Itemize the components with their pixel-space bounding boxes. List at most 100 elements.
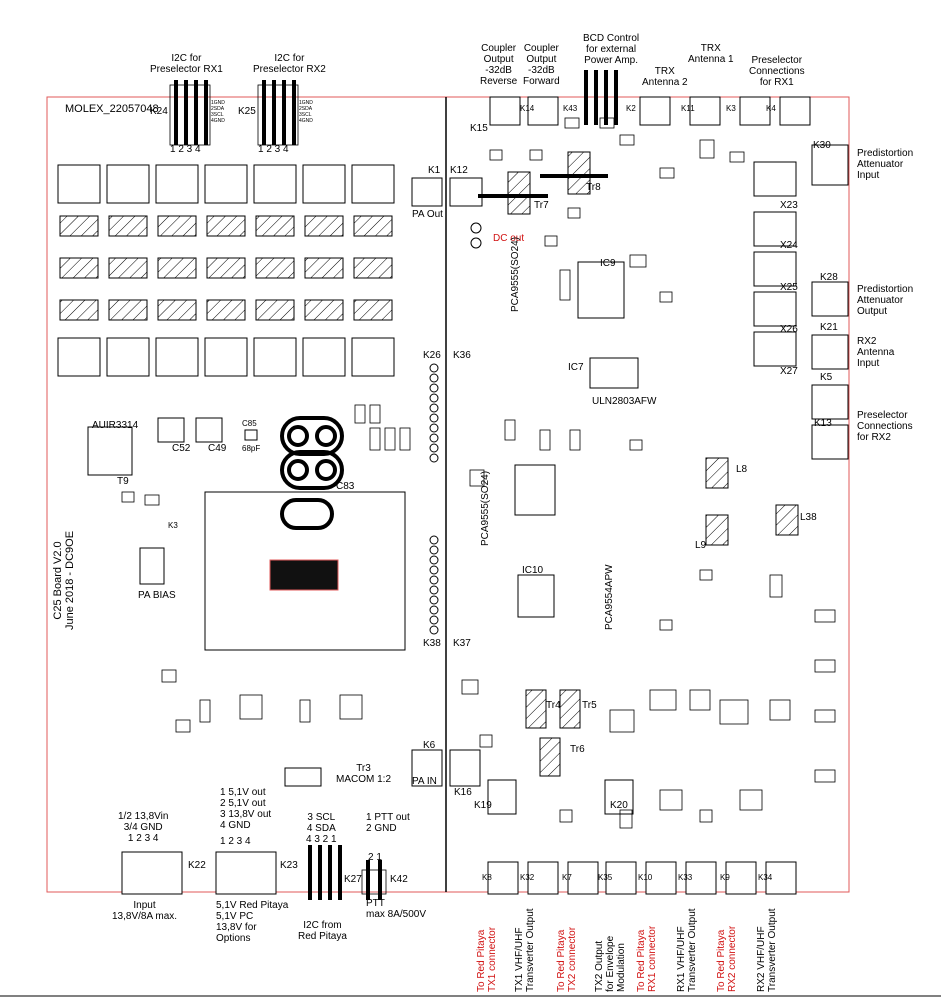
uln-label: ULN2803AFW — [592, 396, 657, 407]
molex-label: MOLEX_22057048 — [65, 103, 159, 115]
k8-label: K8 — [482, 873, 492, 882]
k28-label: K28 — [820, 272, 838, 283]
bottom-vertical-label-6: To Red Pitaya RX2 connector — [716, 925, 738, 992]
preselector-rx2-label: Preselector Connections for RX2 — [857, 410, 913, 443]
k27-header — [308, 845, 342, 900]
power-out-pins-label: 1 5,1V out 2 5,1V out 3 13,8V out 4 GND — [220, 787, 272, 831]
c52-label: C52 — [172, 443, 191, 454]
k24-label: K24 — [150, 106, 168, 117]
k13-label: K13 — [814, 418, 832, 429]
k34-label: K34 — [758, 873, 773, 882]
board-outline — [46, 96, 850, 893]
k12-connector — [449, 177, 483, 207]
pd-att-output-label: Predistortion Attenuator Output — [857, 284, 914, 317]
pca9554-label: PCA9554APW — [604, 564, 615, 630]
pa-transistor — [269, 559, 339, 591]
bottom-vertical-label-7: RX2 VHF/UHF Transverter Output — [756, 908, 778, 992]
bcd-control-label: BCD Control for external Power Amp. — [583, 33, 640, 66]
k10-label: K10 — [638, 873, 653, 882]
pa-bias-label: PA BIAS — [138, 590, 176, 601]
k11-connector — [689, 96, 721, 126]
k32-label: K32 — [520, 873, 535, 882]
k30-label: K30 — [813, 140, 831, 151]
small-components — [121, 117, 836, 829]
l9-inductor — [705, 514, 729, 546]
c85-label: C85 — [242, 419, 257, 428]
k11-label: K11 — [681, 104, 695, 113]
x25-label: X25 — [780, 282, 798, 293]
c49-cap — [195, 417, 223, 443]
k25-label: K25 — [238, 106, 256, 117]
k24-pins-label: 1 2 3 4 — [170, 144, 201, 155]
ic7-label: IC7 — [568, 362, 584, 373]
k14-label: K14 — [520, 104, 535, 113]
k19-label: K19 — [474, 800, 492, 811]
k2-label: K2 — [626, 104, 636, 113]
k14-connector — [489, 96, 521, 126]
preselector-rx1-label: Preselector Connections for RX1 — [749, 55, 805, 88]
k13-connector — [811, 424, 849, 460]
pa-out-label: PA Out — [412, 209, 443, 220]
redpitaya-power-label: 5,1V Red Pitaya 5,1V PC 13,8V for Option… — [216, 900, 289, 944]
ptt-pins-label: 1 PTT out 2 GND — [366, 812, 410, 834]
k24-pin-desc: 1GND 2SDA 3SCL 4GND — [211, 100, 225, 124]
i2c-pins-label: 3 SCL 4 SDA 4 3 2 1 — [306, 812, 337, 845]
k30-connector — [811, 144, 849, 186]
t9-label: T9 — [117, 476, 129, 487]
k23-label: K23 — [280, 860, 298, 871]
input-label: Input 13,8V/8A max. — [112, 900, 178, 922]
l8-inductor — [705, 457, 729, 489]
k35-label: K35 — [598, 873, 613, 882]
l38-label: L38 — [800, 512, 817, 523]
tr6-transformer — [539, 737, 561, 777]
rx2-antenna-label: RX2 Antenna Input — [857, 336, 895, 369]
k25-pin-desc: 1GND 2SDA 3SCL 4GND — [299, 100, 313, 124]
k12-label: K12 — [450, 165, 468, 176]
k20-label: K20 — [610, 800, 628, 811]
ferrite-cores — [280, 416, 344, 530]
coupler-reverse-label: Coupler Output -32dB Reverse — [480, 43, 518, 87]
k6-connector — [411, 749, 443, 787]
x26-filter — [753, 331, 797, 367]
k6-label: K6 — [423, 740, 436, 751]
k22-connector — [121, 851, 183, 895]
k27-label: K27 — [344, 874, 362, 885]
k2-connector — [639, 96, 671, 126]
x22-filter — [753, 161, 797, 197]
k25-header — [257, 80, 299, 146]
pa-in-label: PA IN — [412, 776, 437, 787]
tr4-transformer — [525, 689, 547, 729]
k42-label: K42 — [390, 874, 408, 885]
k24-header — [169, 80, 211, 146]
k5-label: K5 — [820, 372, 833, 383]
tr8-transformer — [567, 151, 591, 195]
c83-label: C83 — [336, 481, 355, 492]
tr3-transformer — [284, 767, 322, 787]
trx-antenna1-label: TRX Antenna 1 — [688, 43, 734, 65]
k43-connector — [527, 96, 559, 126]
k28-connector — [811, 281, 849, 317]
filter-row-2 — [57, 337, 395, 377]
tr7-transformer — [507, 171, 531, 215]
i2c-rx1-label: I2C for Preselector RX1 — [150, 53, 223, 75]
x24-filter — [753, 251, 797, 287]
k9-label: K9 — [720, 873, 730, 882]
k16-connector — [449, 749, 481, 787]
k26-label: K26 — [423, 350, 441, 361]
ptt-label: PTT max 8A/500V — [366, 898, 427, 920]
trx-antenna2-label: TRX Antenna 2 — [642, 66, 688, 88]
ic10-chip — [517, 574, 555, 618]
k38-pin-row — [429, 535, 439, 635]
k21-label: K21 — [820, 322, 838, 333]
filter-row-1 — [57, 164, 395, 204]
pca9555-b-chip — [514, 464, 556, 516]
auir3314-chip — [87, 426, 133, 476]
k4-label: K4 — [766, 104, 776, 113]
l9-label: L9 — [695, 540, 707, 551]
ic9-label: IC9 — [600, 258, 616, 269]
k22-label: K22 — [188, 860, 206, 871]
auir-label: AUIR3314 — [92, 420, 139, 431]
x27-label: X27 — [780, 366, 798, 377]
k16-label: K16 — [454, 787, 472, 798]
